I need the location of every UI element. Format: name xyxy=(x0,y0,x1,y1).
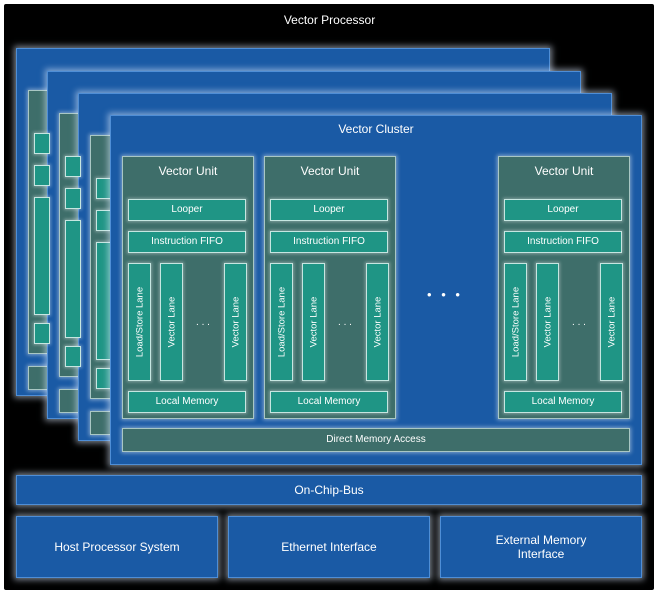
vector-lane: Vector Lane xyxy=(536,263,559,381)
instruction-fifo: Instruction FIFO xyxy=(270,231,388,253)
instruction-fifo: Instruction FIFO xyxy=(504,231,622,253)
unit-ellipsis: • • • xyxy=(427,287,463,302)
load-store-lane: Load/Store Lane xyxy=(504,263,527,381)
local-memory: Local Memory xyxy=(270,391,388,413)
lane-ellipsis: . . . xyxy=(338,317,352,328)
vector-unit-title: Vector Unit xyxy=(158,164,218,178)
on-chip-bus: On-Chip-Bus xyxy=(16,475,642,505)
looper: Looper xyxy=(270,199,388,221)
lane-ellipsis: . . . xyxy=(196,317,210,328)
direct-memory-access: Direct Memory Access xyxy=(122,428,630,452)
host-processor-system: Host Processor System xyxy=(16,516,218,578)
vector-lane: Vector Lane xyxy=(366,263,389,381)
vector-unit: Vector Unit Looper Instruction FIFO Load… xyxy=(122,156,254,419)
vector-unit: Vector Unit Looper Instruction FIFO Load… xyxy=(264,156,396,419)
instruction-fifo: Instruction FIFO xyxy=(128,231,246,253)
local-memory: Local Memory xyxy=(128,391,246,413)
vector-lane: Vector Lane xyxy=(302,263,325,381)
processor-title: Vector Processor xyxy=(283,13,376,27)
ethernet-interface: Ethernet Interface xyxy=(228,516,430,578)
looper: Looper xyxy=(128,199,246,221)
looper: Looper xyxy=(504,199,622,221)
external-memory-interface: External Memory Interface xyxy=(440,516,642,578)
vector-lane: Vector Lane xyxy=(160,263,183,381)
vector-lane: Vector Lane xyxy=(224,263,247,381)
vector-unit-title: Vector Unit xyxy=(300,164,360,178)
vector-unit: Vector Unit Looper Instruction FIFO Load… xyxy=(498,156,630,419)
lane-ellipsis: . . . xyxy=(572,317,586,328)
vector-lane: Vector Lane xyxy=(600,263,623,381)
load-store-lane: Load/Store Lane xyxy=(270,263,293,381)
load-store-lane: Load/Store Lane xyxy=(128,263,151,381)
vector-unit-title: Vector Unit xyxy=(534,164,594,178)
local-memory: Local Memory xyxy=(504,391,622,413)
cluster-title: Vector Cluster xyxy=(338,122,414,136)
